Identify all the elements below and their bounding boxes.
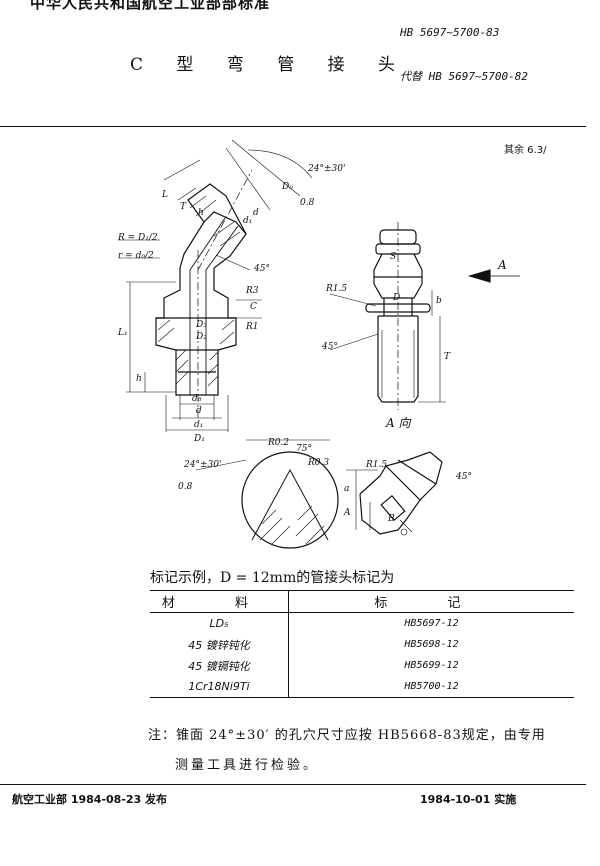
label-b-side: b	[436, 296, 442, 306]
label-finish-08: 0.8	[300, 198, 315, 208]
label-angle-top: 24°±30'	[308, 164, 346, 174]
label-r3: R3	[246, 286, 259, 296]
label-45-side: 45°	[322, 342, 338, 352]
cell-material: 45 镀锌钝化	[150, 634, 289, 655]
label-75: 75°	[296, 444, 312, 454]
label-h-top: h	[198, 208, 204, 218]
label-r-small: r = d₀/2	[118, 251, 154, 261]
cone-detail	[195, 439, 339, 549]
cell-material: LD₅	[150, 612, 289, 634]
label-r03: R0.3	[308, 458, 330, 468]
label-angle-detail: 24°±30'	[184, 460, 222, 470]
issue-date: 航空工业部 1984-08-23 发布	[12, 793, 168, 806]
label-d8: d₈	[192, 394, 202, 404]
standard-number: HB 5697~5700-83	[400, 26, 500, 39]
label-d0: D₀	[282, 182, 293, 192]
label-t-side: T	[444, 352, 451, 362]
label-a-section: A	[344, 508, 351, 518]
label-b-mark: B	[388, 514, 395, 524]
cell-material: 45 镀镉钝化	[150, 655, 289, 676]
marking-table: 材 料 标 记 LD₅ HB5697-12 45 镀锌钝化 HB5698-12 …	[150, 590, 574, 698]
label-s: S	[390, 252, 397, 262]
marking-example-text: 标记示例，D = 12mm的管接头标记为	[150, 570, 395, 586]
header-mark: 标 记	[374, 596, 489, 611]
label-d2: D₂	[196, 332, 207, 342]
label-d-bottom: d	[196, 406, 202, 416]
label-d1-bottom: d₁	[194, 420, 204, 430]
table-row: 45 镀锌钝化 HB5698-12	[150, 634, 574, 655]
label-d1-top: d₁	[243, 216, 253, 226]
table-row: 1Cr18Ni9Ti HB5700-12	[150, 676, 574, 698]
label-45-section: 45°	[456, 472, 472, 482]
label-a-mark: a	[344, 484, 350, 494]
label-r1: R1	[246, 322, 259, 332]
main-view	[118, 139, 313, 432]
note-line-2: 测量工具进行检验。	[175, 758, 320, 773]
label-c: C	[250, 302, 257, 312]
label-finish-detail: 0.8	[178, 482, 193, 492]
header-rule	[0, 126, 586, 127]
label-r-formula: R = D₁/2	[118, 233, 158, 243]
label-d-top: d	[253, 208, 259, 218]
label-l-top: L	[162, 190, 168, 200]
cell-mark: HB5699-12	[404, 660, 459, 671]
cell-mark: HB5698-12	[404, 639, 459, 650]
table-row: LD₅ HB5697-12	[150, 612, 574, 634]
document-title: C 型 弯 管 接 头	[130, 55, 410, 75]
cell-material: 1Cr18Ni9Ti	[150, 676, 289, 698]
cell-mark: HB5700-12	[404, 681, 459, 692]
label-t: T	[180, 202, 187, 212]
cell-mark: HB5697-12	[404, 618, 459, 629]
label-l1: L₁	[118, 328, 128, 338]
label-h-left: h	[136, 374, 142, 384]
issuing-organization: 中华人民共和国航空工业部部标准	[30, 0, 271, 12]
angled-section-view	[346, 451, 443, 536]
label-r02: R0.2	[268, 438, 290, 448]
label-d1-body: D₁	[194, 434, 205, 444]
label-view-a: A 向	[386, 416, 411, 430]
note-line-1: 注：锥面 24°±30′ 的孔穴尺寸应按 HB5668-83规定，由专用	[148, 728, 546, 743]
table-row: 45 镀镉钝化 HB5699-12	[150, 655, 574, 676]
effective-date: 1984-10-01 实施	[420, 793, 517, 806]
side-view-a	[329, 222, 520, 410]
footer-rule	[0, 784, 586, 785]
surface-roughness-mark: 其余 6.3/	[504, 145, 547, 156]
replaces-standard: 代替 HB 5697~5700-82	[400, 70, 528, 83]
header-material: 材 料	[150, 590, 289, 613]
label-45-main: 45°	[254, 264, 270, 274]
label-r15-side: R1.5	[326, 284, 348, 294]
label-d-side: D	[393, 293, 401, 303]
table-header-row: 材 料 标 记	[150, 590, 574, 613]
label-r15-section: R1.5	[366, 460, 388, 470]
label-d3: D₃	[196, 320, 207, 330]
label-arrow-a: A	[498, 258, 507, 272]
